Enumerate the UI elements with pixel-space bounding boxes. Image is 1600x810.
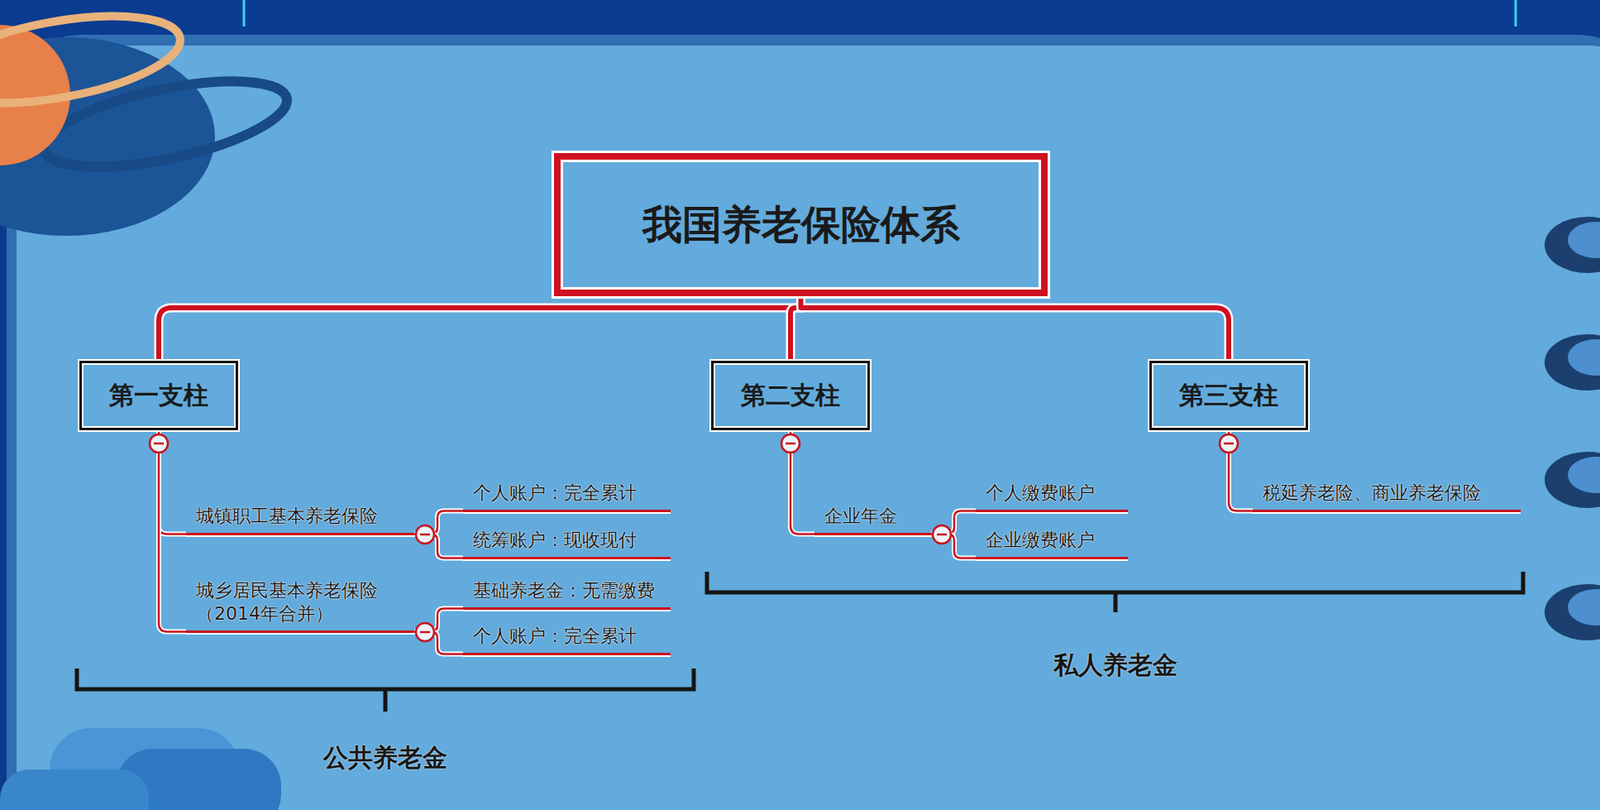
node-text: 税延养老险、商业养老保险 bbox=[1262, 481, 1481, 506]
connector bbox=[158, 429, 187, 632]
collapse-minus bbox=[420, 630, 430, 634]
panel bbox=[16, 45, 1600, 810]
connector-line bbox=[158, 429, 187, 632]
node-text: 个人账户：完全累计 bbox=[472, 481, 637, 506]
collapse-minus bbox=[936, 533, 947, 536]
cloud-part bbox=[1567, 456, 1600, 493]
branch-topic: 城镇职工基本养老保险 bbox=[186, 502, 415, 535]
top-band bbox=[0, 0, 1600, 39]
collapse-minus bbox=[1223, 442, 1234, 445]
cloud-left bbox=[0, 727, 282, 810]
leaf-topic: 基础养老金：无需缴费 bbox=[463, 577, 671, 610]
node-text: 基础养老金：无需缴费 bbox=[472, 578, 655, 603]
leaf-topic: 税延养老险、商业养老保险 bbox=[1252, 479, 1521, 512]
group-bracket bbox=[706, 571, 1524, 612]
leaf-topic: 企业缴费账户 bbox=[975, 526, 1128, 559]
collapse-minus bbox=[785, 442, 796, 445]
pillar-box: 第三支柱 bbox=[1149, 360, 1309, 430]
planet-ring-dark bbox=[37, 64, 295, 185]
collapse-symbol bbox=[932, 525, 951, 544]
top-mark bbox=[1514, 0, 1518, 27]
leaf-topic: 统筹账户：现收现付 bbox=[463, 526, 671, 559]
node-text: 个人缴费账户 bbox=[985, 481, 1095, 506]
collapse-circle bbox=[415, 622, 435, 641]
leaf-topic: 个人账户：完全累计 bbox=[463, 622, 671, 655]
cloud-part bbox=[0, 768, 149, 810]
collapse-circle bbox=[415, 525, 435, 544]
node-text: 我国养老保险体系 bbox=[642, 198, 960, 252]
node-text: 第二支柱 bbox=[740, 378, 841, 413]
collapse-minus bbox=[153, 442, 164, 445]
group-label: 公共养老金 bbox=[323, 740, 448, 775]
cloud-part bbox=[1544, 334, 1600, 391]
top-mark bbox=[243, 0, 246, 27]
node-text: 第一支柱 bbox=[109, 378, 209, 413]
collapse-symbol bbox=[781, 434, 800, 453]
pillar-box: 第一支柱 bbox=[79, 360, 239, 430]
collapse-symbol bbox=[1219, 434, 1238, 453]
node-text: 企业年金 bbox=[824, 504, 898, 529]
pillar-box: 第二支柱 bbox=[711, 360, 870, 430]
title-box: 我国养老保险体系 bbox=[554, 152, 1048, 297]
cloud-part bbox=[1567, 221, 1600, 258]
node-text: 城镇职工基本养老保险 bbox=[195, 504, 378, 529]
collapse-circle bbox=[1219, 434, 1238, 453]
collapse-symbol bbox=[415, 622, 435, 641]
node-text: 统筹账户：现收现付 bbox=[472, 528, 637, 553]
leaf-topic: 个人账户：完全累计 bbox=[463, 479, 671, 512]
node-text: 城乡居民基本养老保险 （2014年合并） bbox=[195, 578, 389, 626]
collapse-symbol bbox=[415, 525, 435, 544]
connector-line bbox=[158, 296, 802, 361]
collapse-circle bbox=[932, 525, 951, 544]
collapse-symbol bbox=[149, 434, 168, 453]
node-text: 第三支柱 bbox=[1179, 378, 1279, 413]
node-text: 个人账户：完全累计 bbox=[472, 624, 637, 649]
collapse-circle bbox=[781, 434, 800, 453]
cloud-part bbox=[1544, 451, 1600, 508]
connector-outline bbox=[158, 429, 187, 632]
branch-topic: 城乡居民基本养老保险 （2014年合并） bbox=[186, 577, 415, 633]
group-bracket bbox=[76, 668, 694, 712]
collapse-circle bbox=[149, 434, 168, 453]
branch-topic: 企业年金 bbox=[814, 502, 932, 535]
node-text: 企业缴费账户 bbox=[985, 528, 1095, 553]
leaf-topic: 个人缴费账户 bbox=[975, 479, 1128, 512]
cloud-part bbox=[1567, 588, 1600, 626]
connector-line bbox=[801, 296, 1230, 361]
cloud-part bbox=[1544, 216, 1600, 273]
connector-outline bbox=[801, 296, 1230, 361]
connector bbox=[801, 296, 1230, 361]
connector-outline bbox=[158, 296, 802, 361]
cloud-part bbox=[1544, 583, 1600, 640]
connector bbox=[158, 296, 802, 361]
cloud-part bbox=[1567, 339, 1600, 376]
group-label: 私人养老金 bbox=[1053, 648, 1178, 683]
cloud-right bbox=[1544, 216, 1600, 640]
collapse-minus bbox=[420, 533, 430, 536]
planet-ring bbox=[0, 0, 187, 120]
